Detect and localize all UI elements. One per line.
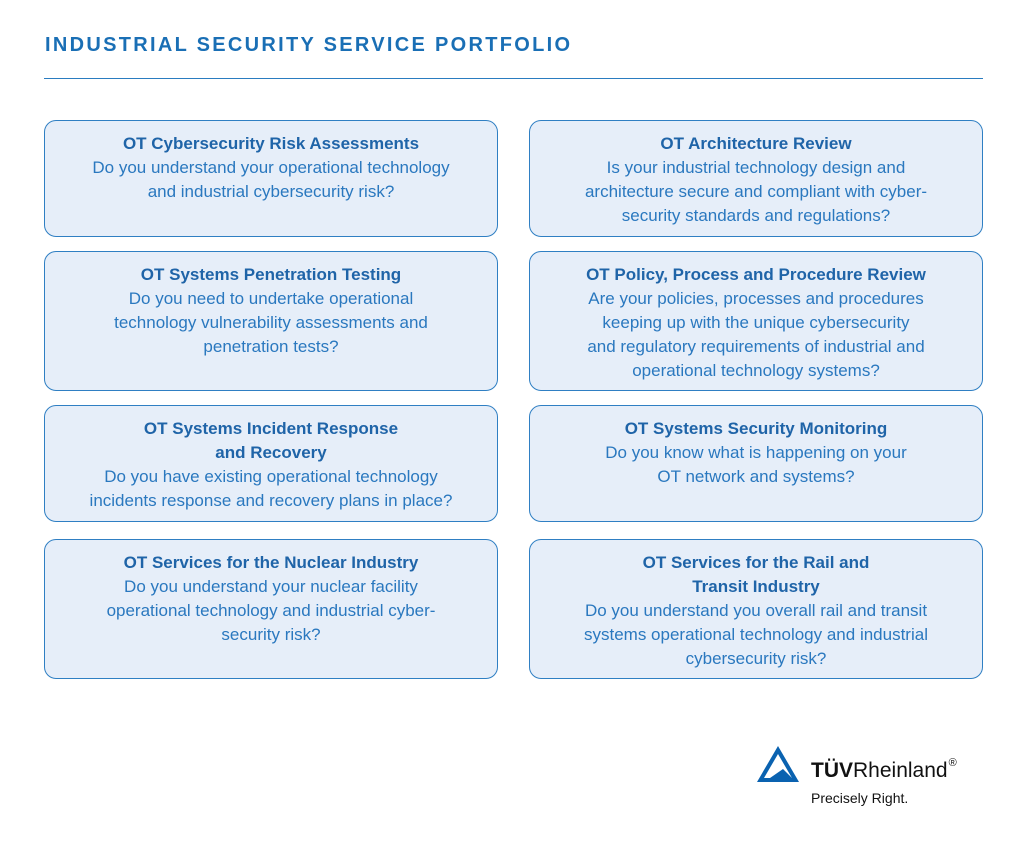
registered-mark: ®: [948, 757, 957, 769]
brand-name-strong: TÜV: [811, 759, 853, 782]
card-description: Do you have existing operational technol…: [89, 467, 453, 510]
card-description: Do you need to undertake operational tec…: [114, 289, 428, 356]
brand-logo: TÜVRheinland® Precisely Right.: [756, 745, 986, 815]
service-card-risk-assessments: OT Cybersecurity Risk Assessments Do you…: [44, 120, 498, 237]
service-card-rail-transit-industry: OT Services for the Rail and Transit Ind…: [529, 539, 983, 679]
card-title: OT Systems Security Monitoring: [624, 419, 888, 438]
card-title: OT Architecture Review: [660, 134, 852, 153]
card-description: Are your policies, processes and procedu…: [587, 289, 925, 380]
service-card-nuclear-industry: OT Services for the Nuclear Industry Do …: [44, 539, 498, 679]
brand-tagline: Precisely Right.: [811, 790, 909, 806]
card-description: Do you understand your nuclear facility …: [106, 577, 436, 644]
card-title: OT Systems Incident Response and Recover…: [143, 419, 399, 462]
brand-name-rest: Rheinland: [853, 759, 948, 782]
card-description: Is your industrial technology design and…: [584, 158, 928, 225]
card-description: Do you understand you overall rail and t…: [584, 601, 928, 668]
service-card-incident-response: OT Systems Incident Response and Recover…: [44, 405, 498, 522]
tuv-triangle-logo-icon: [757, 746, 799, 782]
title-divider: [44, 78, 983, 79]
brand-name: TÜVRheinland®: [811, 757, 957, 783]
card-title: OT Systems Penetration Testing: [140, 265, 402, 284]
card-description: Do you know what is happening on your OT…: [605, 443, 907, 486]
card-title: OT Policy, Process and Procedure Review: [586, 265, 926, 284]
service-card-penetration-testing: OT Systems Penetration Testing Do you ne…: [44, 251, 498, 391]
service-card-architecture-review: OT Architecture Review Is your industria…: [529, 120, 983, 237]
card-title: OT Cybersecurity Risk Assessments: [122, 134, 420, 153]
card-title: OT Services for the Rail and Transit Ind…: [642, 553, 870, 596]
page-title: INDUSTRIAL SECURITY SERVICE PORTFOLIO: [45, 34, 573, 56]
service-card-security-monitoring: OT Systems Security Monitoring Do you kn…: [529, 405, 983, 522]
card-description: Do you understand your operational techn…: [92, 158, 450, 201]
service-card-policy-review: OT Policy, Process and Procedure Review …: [529, 251, 983, 391]
card-title: OT Services for the Nuclear Industry: [123, 553, 419, 572]
